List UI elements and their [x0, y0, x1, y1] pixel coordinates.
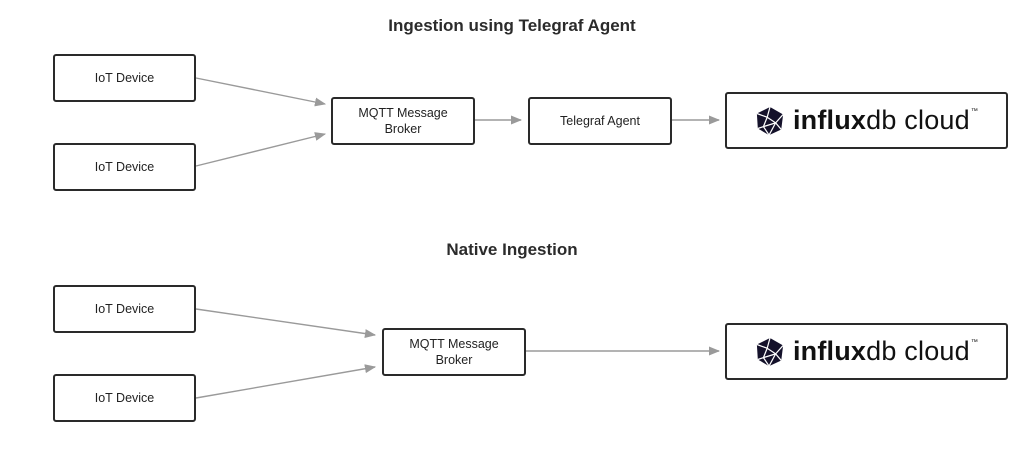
wordmark-rest: db cloud: [866, 336, 970, 366]
edge-device1-to-broker-telegraf: [195, 77, 327, 107]
mqtt-broker-node: MQTT Message Broker: [382, 328, 526, 376]
native-diagram-title: Native Ingestion: [446, 240, 578, 259]
mqtt-broker-label-line1: MQTT Message: [358, 106, 448, 120]
iot-device-node: IoT Device: [53, 54, 196, 102]
iot-device-label: IoT Device: [94, 160, 155, 174]
influxdb-cloud-logo: influxdb cloud™: [755, 105, 978, 136]
influxdb-cloud-logo: influxdb cloud™: [755, 336, 978, 367]
wordmark-bold: influx: [792, 336, 867, 366]
mqtt-broker-label-line2: Broker: [384, 122, 422, 136]
iot-device-node: IoT Device: [53, 374, 196, 422]
iot-device-label: IoT Device: [94, 391, 155, 405]
mqtt-broker-node: MQTT Message Broker: [331, 97, 475, 145]
telegraf-diagram-title: Ingestion using Telegraf Agent: [388, 16, 636, 35]
iot-device-label: IoT Device: [94, 71, 155, 85]
trademark-symbol: ™: [970, 339, 979, 346]
iot-device-label: IoT Device: [94, 302, 155, 316]
telegraf-agent-label: Telegraf Agent: [560, 114, 640, 128]
wordmark-rest: db cloud: [866, 105, 970, 135]
edge-device2-to-broker-native: [195, 364, 377, 399]
edge-device2-to-broker-telegraf: [195, 132, 327, 167]
mqtt-broker-label-line1: MQTT Message: [409, 337, 499, 351]
edge-device1-to-broker-native: [195, 308, 377, 338]
iot-device-node: IoT Device: [53, 143, 196, 191]
influxdb-cloud-node: influxdb cloud™: [725, 92, 1008, 149]
influxdb-cube-icon: [756, 337, 784, 366]
trademark-symbol: ™: [970, 108, 979, 115]
influxdb-cloud-node: influxdb cloud™: [725, 323, 1008, 380]
influxdb-cloud-wordmark: influxdb cloud™: [793, 336, 978, 367]
telegraf-agent-node: Telegraf Agent: [528, 97, 672, 145]
influxdb-cube-icon: [756, 106, 784, 135]
mqtt-broker-label-line2: Broker: [435, 353, 473, 367]
iot-device-node: IoT Device: [53, 285, 196, 333]
influxdb-cloud-wordmark: influxdb cloud™: [793, 105, 978, 136]
wordmark-bold: influx: [792, 105, 867, 135]
